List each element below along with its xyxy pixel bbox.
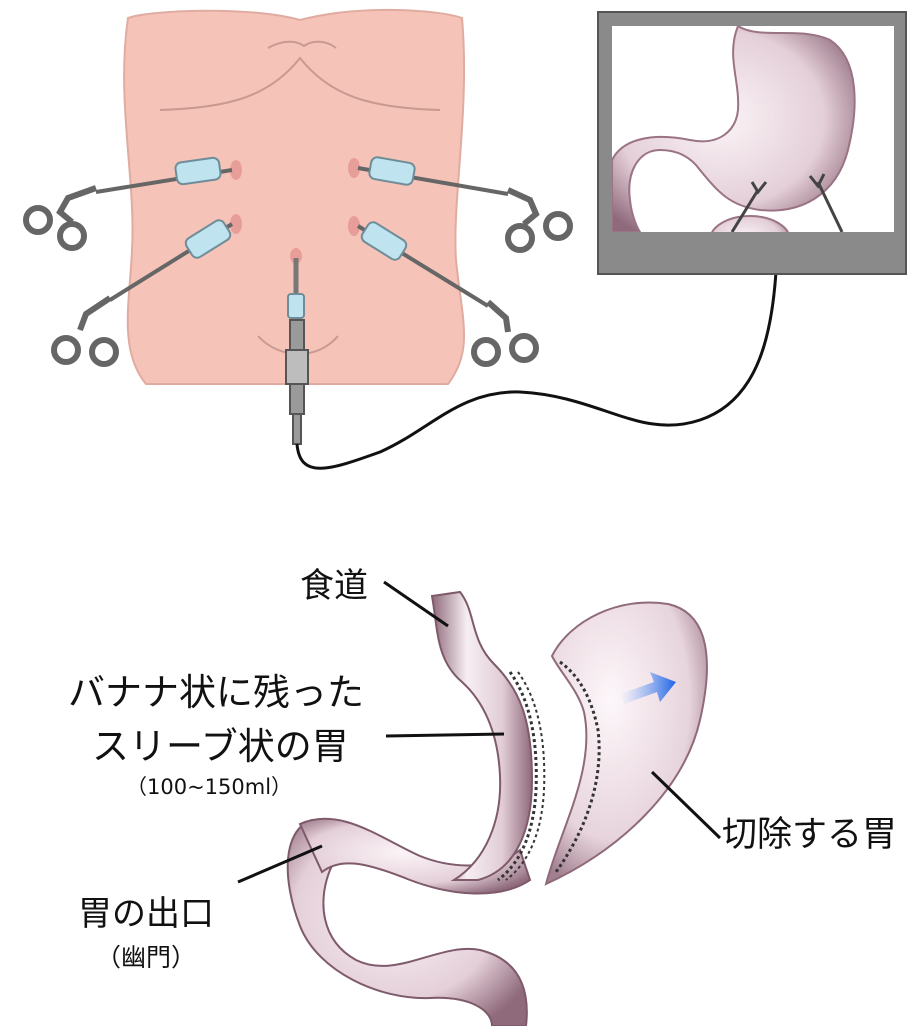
label-sleeve-volume: （100~150ml） — [126, 771, 292, 801]
label-stomach-outlet: 胃の出口 — [78, 886, 214, 935]
label-removed-stomach: 切除する胃 — [722, 806, 897, 857]
scissors-grasper-icon — [474, 302, 536, 364]
monitor-icon — [598, 12, 906, 274]
label-pylorus: （幽門） — [96, 938, 196, 974]
label-sleeve-line2: スリーブ状の胃 — [92, 716, 349, 770]
removed-stomach — [546, 602, 707, 884]
sleeve-stomach — [288, 592, 545, 1026]
scissors-grasper-icon — [26, 188, 96, 248]
scissors-grasper-icon — [54, 298, 116, 364]
label-sleeve-line1: バナナ状に残った — [68, 662, 364, 716]
label-esophagus: 食道 — [300, 558, 368, 607]
scissors-grasper-icon — [508, 190, 570, 250]
